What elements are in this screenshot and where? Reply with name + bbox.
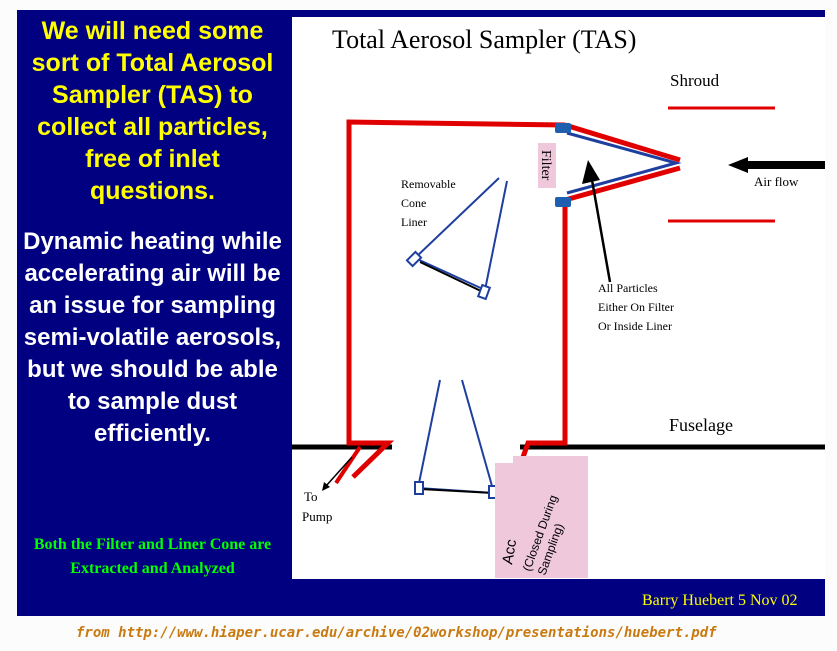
- stored-cone-liner: [416, 379, 496, 495]
- air-flow-label: Air flow: [754, 174, 799, 189]
- filter-clip-bottom: [555, 197, 571, 207]
- liner-clip: [476, 283, 492, 301]
- liner-clip: [405, 250, 423, 268]
- all-particles-label: All Particles Either On Filter Or Inside…: [598, 281, 674, 333]
- svg-text:Either On Filter: Either On Filter: [598, 300, 674, 314]
- pump-duct: [334, 445, 362, 485]
- note-text: Both the Filter and Liner Cone are Extra…: [33, 536, 272, 577]
- source-url: from http://www.hiaper.ucar.edu/archive/…: [76, 625, 717, 641]
- particles-arrow: [590, 179, 612, 283]
- shroud-label: Shroud: [670, 71, 720, 90]
- liner-handle: [419, 261, 484, 293]
- air-flow-arrowhead: [728, 157, 748, 173]
- cone-inlet-bottom: [564, 165, 681, 203]
- filter-clip-top: [555, 123, 571, 133]
- svg-text:Cone: Cone: [401, 196, 426, 210]
- svg-text:All Particles: All Particles: [598, 281, 658, 295]
- inlet-body: [346, 119, 566, 479]
- inlet-body-right: [519, 200, 568, 461]
- cone-liner-label: Removable Cone Liner: [401, 177, 456, 229]
- filter-label: Filter: [538, 150, 553, 181]
- pump-label-to: To: [304, 489, 318, 504]
- cone-inlet-top: [564, 122, 681, 163]
- cone-liner-inlet: [566, 131, 682, 195]
- access-door: [513, 456, 588, 578]
- svg-text:Or Inside Liner: Or Inside Liner: [598, 319, 672, 333]
- diagram-title: Total Aerosol Sampler (TAS): [332, 25, 636, 54]
- author-credit: Barry Huebert 5 Nov 02: [642, 592, 798, 609]
- fuselage-label: Fuselage: [669, 415, 733, 435]
- svg-text:Removable: Removable: [401, 177, 456, 191]
- filter-box: [538, 143, 556, 188]
- headline-text: We will need some sort of Total Aerosol …: [31, 17, 274, 205]
- pump-arrowhead: [322, 482, 330, 491]
- svg-text:Liner: Liner: [401, 215, 427, 229]
- stored-liner-handle: [419, 488, 494, 494]
- pump-label: Pump: [302, 509, 332, 524]
- pump-arrow: [325, 456, 353, 487]
- access-label: Acc: [499, 538, 520, 566]
- removable-cone-liner: [413, 177, 508, 292]
- liner-clip: [414, 481, 424, 495]
- body-text: Dynamic heating while accelerating air w…: [23, 228, 282, 447]
- particles-arrowhead: [582, 160, 600, 184]
